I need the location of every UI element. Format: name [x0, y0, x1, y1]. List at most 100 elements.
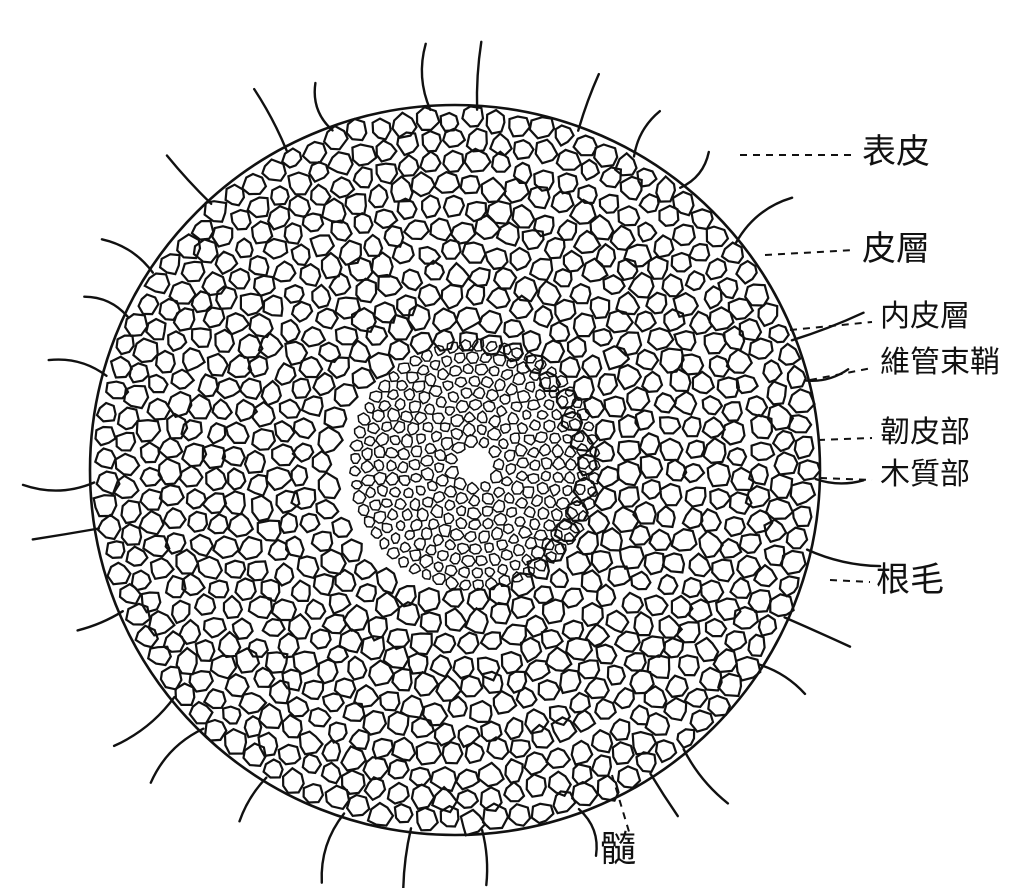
cell [618, 441, 640, 460]
cell [397, 521, 405, 530]
cell [156, 351, 175, 373]
cell [145, 274, 170, 294]
cell [567, 552, 590, 575]
cell [530, 259, 552, 280]
cell [585, 678, 608, 698]
cell [122, 524, 141, 545]
cell [331, 177, 354, 197]
cell [252, 429, 275, 450]
cell [536, 390, 546, 400]
cell [258, 521, 281, 541]
cell [683, 417, 701, 436]
cell [645, 553, 664, 575]
cell [270, 681, 290, 704]
cell [530, 519, 540, 529]
cell [476, 556, 487, 566]
cell [508, 672, 526, 693]
cell [460, 580, 471, 590]
cell [435, 172, 460, 193]
cell [696, 638, 719, 661]
cell [398, 462, 408, 473]
cell [638, 223, 656, 242]
cell [660, 206, 679, 226]
cell [378, 485, 388, 496]
cell [752, 443, 775, 461]
cell [677, 729, 694, 748]
cell [573, 710, 595, 731]
cell [94, 495, 117, 516]
cell [164, 508, 186, 528]
cell [430, 386, 442, 397]
cell [507, 508, 517, 517]
cell [380, 692, 399, 710]
cell [468, 589, 489, 610]
cell [196, 640, 215, 661]
cell [443, 589, 463, 606]
root-hair [634, 111, 660, 156]
cell [686, 488, 706, 507]
cell [329, 358, 349, 378]
cell [442, 356, 452, 367]
cell [351, 454, 360, 464]
cell [191, 535, 213, 556]
cell [725, 517, 745, 536]
cell [683, 508, 703, 529]
cell [456, 308, 480, 331]
cell [409, 653, 428, 673]
cell [373, 119, 391, 140]
cell [582, 160, 599, 180]
cell [618, 365, 641, 389]
cell [356, 279, 376, 302]
cell [293, 652, 317, 674]
cell [354, 685, 378, 707]
cell [366, 487, 376, 498]
root-hair [684, 749, 728, 803]
cell [444, 196, 464, 217]
cell [675, 331, 696, 350]
cell [253, 402, 275, 427]
cell [469, 376, 480, 386]
cell [401, 696, 423, 718]
cell [292, 488, 316, 509]
cell [206, 468, 226, 491]
cell [687, 441, 705, 458]
cell [773, 431, 794, 451]
cell [538, 281, 561, 305]
cell [673, 225, 695, 245]
cell [377, 141, 397, 162]
cell [229, 513, 253, 536]
cell [419, 285, 441, 306]
cell [205, 720, 226, 741]
cell [461, 388, 472, 398]
cell [633, 732, 656, 754]
cell [188, 512, 207, 532]
cell [146, 319, 165, 339]
cell [402, 434, 413, 447]
cell [363, 711, 386, 735]
cell [551, 569, 568, 587]
cell [640, 194, 659, 212]
cell [467, 285, 484, 305]
cell [446, 407, 455, 415]
cell [434, 634, 455, 653]
cell [552, 509, 563, 521]
cell [180, 466, 203, 487]
root-hair [33, 529, 99, 540]
cell [263, 619, 285, 636]
cell [420, 247, 440, 264]
cell [216, 287, 236, 309]
cell [130, 363, 149, 382]
root-hairs [23, 42, 880, 888]
cell [379, 380, 390, 392]
cell [768, 382, 787, 405]
cell [509, 117, 530, 137]
cell [467, 483, 479, 494]
cell [558, 220, 576, 240]
cell [228, 469, 245, 490]
cell [712, 560, 733, 582]
cell [417, 742, 441, 764]
cell [701, 581, 723, 603]
cell [419, 588, 440, 611]
cell [429, 519, 439, 530]
cell [231, 210, 250, 229]
